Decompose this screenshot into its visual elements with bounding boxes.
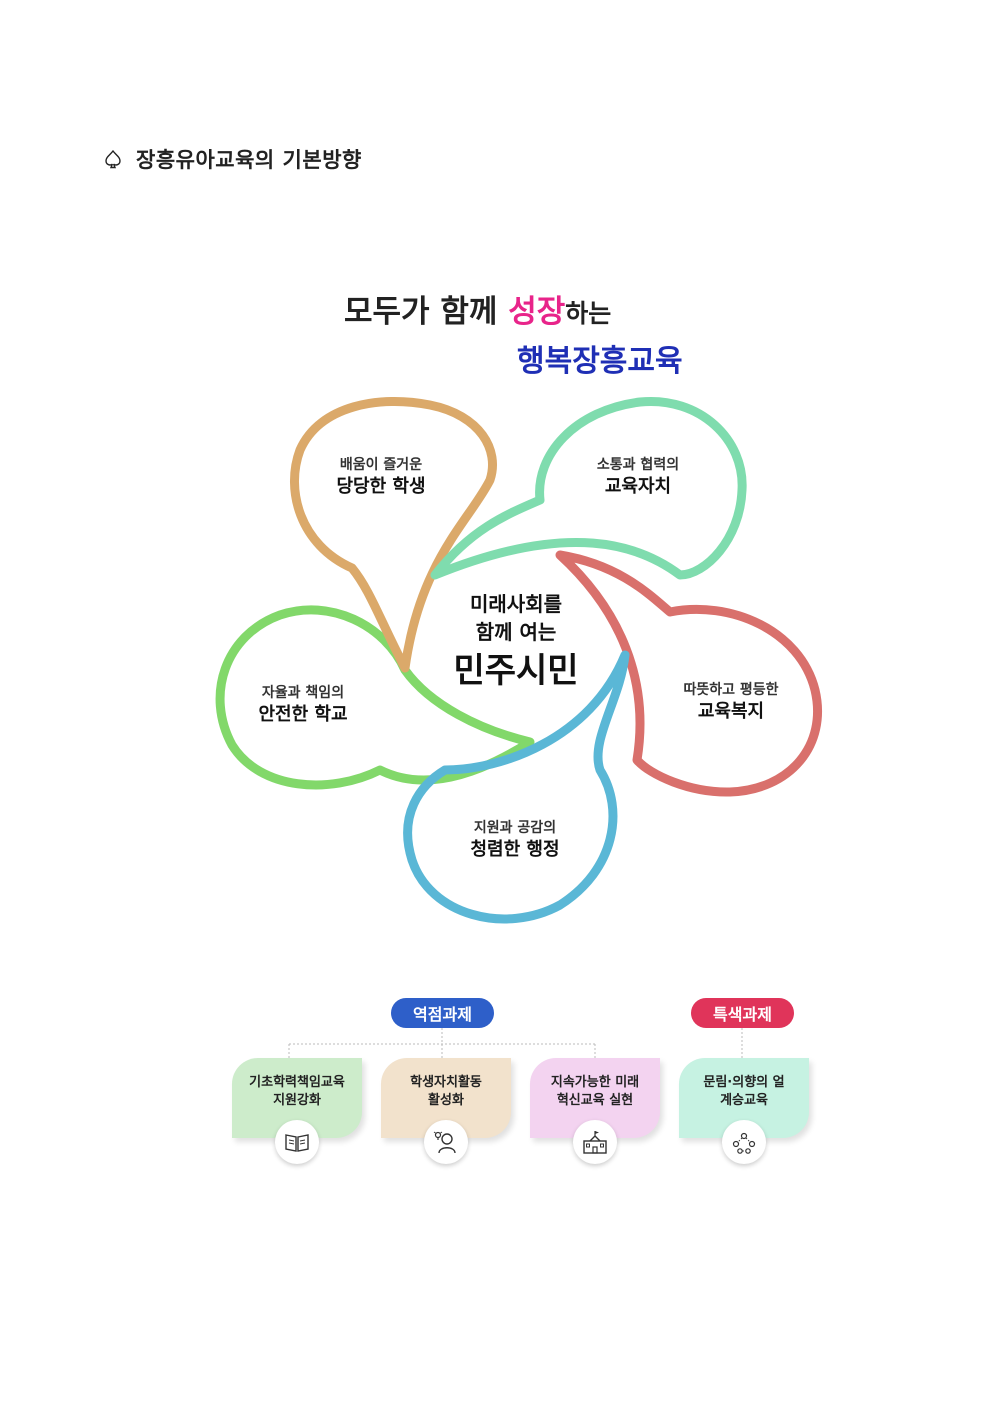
- bubble-outline-mint: [430, 396, 747, 580]
- book-icon: [275, 1120, 319, 1164]
- people-network-icon: [722, 1120, 766, 1164]
- bubble-outline-red: [555, 550, 823, 797]
- bubble-administration-top: 지원과 공감의: [473, 820, 557, 836]
- slogan-highlight: 성장: [508, 294, 566, 330]
- bubble-autonomy: 소통과 협력의 교육자치: [597, 455, 679, 499]
- task-card-line-2: 지원강화: [273, 1093, 321, 1108]
- bubble-outline-orange: [289, 396, 497, 673]
- bubble-outline-blue: [403, 650, 630, 924]
- bubble-administration-bottom: 청렴한 행정: [470, 839, 560, 860]
- student-idea-icon: [424, 1120, 468, 1164]
- school-building-icon: [573, 1120, 617, 1164]
- center-vision: 미래사회를 함께 여는 민주시민: [453, 590, 578, 694]
- bubble-administration: 지원과 공감의 청렴한 행정: [470, 818, 559, 862]
- bubble-autonomy-bottom: 교육자치: [604, 476, 672, 497]
- bubble-student-top: 배움이 즐거운: [339, 457, 423, 473]
- bubble-student: 배움이 즐거운 당당한 학생: [336, 455, 425, 499]
- bubble-autonomy-top: 소통과 협력의: [596, 457, 680, 473]
- bubble-school-top: 자율과 책임의: [261, 685, 345, 701]
- bubble-welfare-bottom: 교육복지: [697, 701, 765, 722]
- heading-text: 장흥유아교육의 기본방향: [136, 148, 362, 172]
- bubble-welfare: 따뜻하고 평등한 교육복지: [683, 680, 778, 724]
- spade-outline-icon: [105, 149, 121, 169]
- bubble-welfare-top: 따뜻하고 평등한: [683, 682, 779, 698]
- task-card-line-1: 문림·의향의 얼: [703, 1075, 785, 1090]
- bubble-student-bottom: 당당한 학생: [336, 476, 426, 497]
- bubble-school: 자율과 책임의 안전한 학교: [258, 683, 347, 727]
- bubble-school-bottom: 안전한 학교: [258, 704, 348, 725]
- task-card-line-1: 기초학력책임교육: [249, 1075, 345, 1090]
- center-line-3: 민주시민: [453, 651, 579, 691]
- section-heading: 장흥유아교육의 기본방향: [104, 144, 362, 174]
- slogan-prefix: 모두가 함께: [344, 294, 509, 330]
- task-card-line-2: 활성화: [428, 1093, 464, 1108]
- task-card-line-1: 지속가능한 미래: [550, 1075, 640, 1090]
- slogan-line-2: 행복장흥교육: [517, 344, 683, 379]
- slogan-suffix: 하는: [565, 299, 612, 328]
- special-tasks-label: 특색과제: [691, 998, 794, 1028]
- task-card-line-2: 혁신교육 실현: [556, 1093, 634, 1108]
- center-line-1: 미래사회를: [470, 592, 562, 616]
- bubble-outline-green: [215, 605, 535, 790]
- center-line-2: 함께 여는: [475, 620, 557, 644]
- slogan-line-1: 모두가 함께 성장하는: [344, 286, 611, 331]
- task-card-line-1: 학생자치활동: [410, 1075, 482, 1090]
- core-tasks-label: 역점과제: [391, 998, 494, 1028]
- task-card-line-2: 계승교육: [720, 1093, 768, 1108]
- task-card-basic-learning: 기초학력책임교육 지원강화: [232, 1058, 362, 1138]
